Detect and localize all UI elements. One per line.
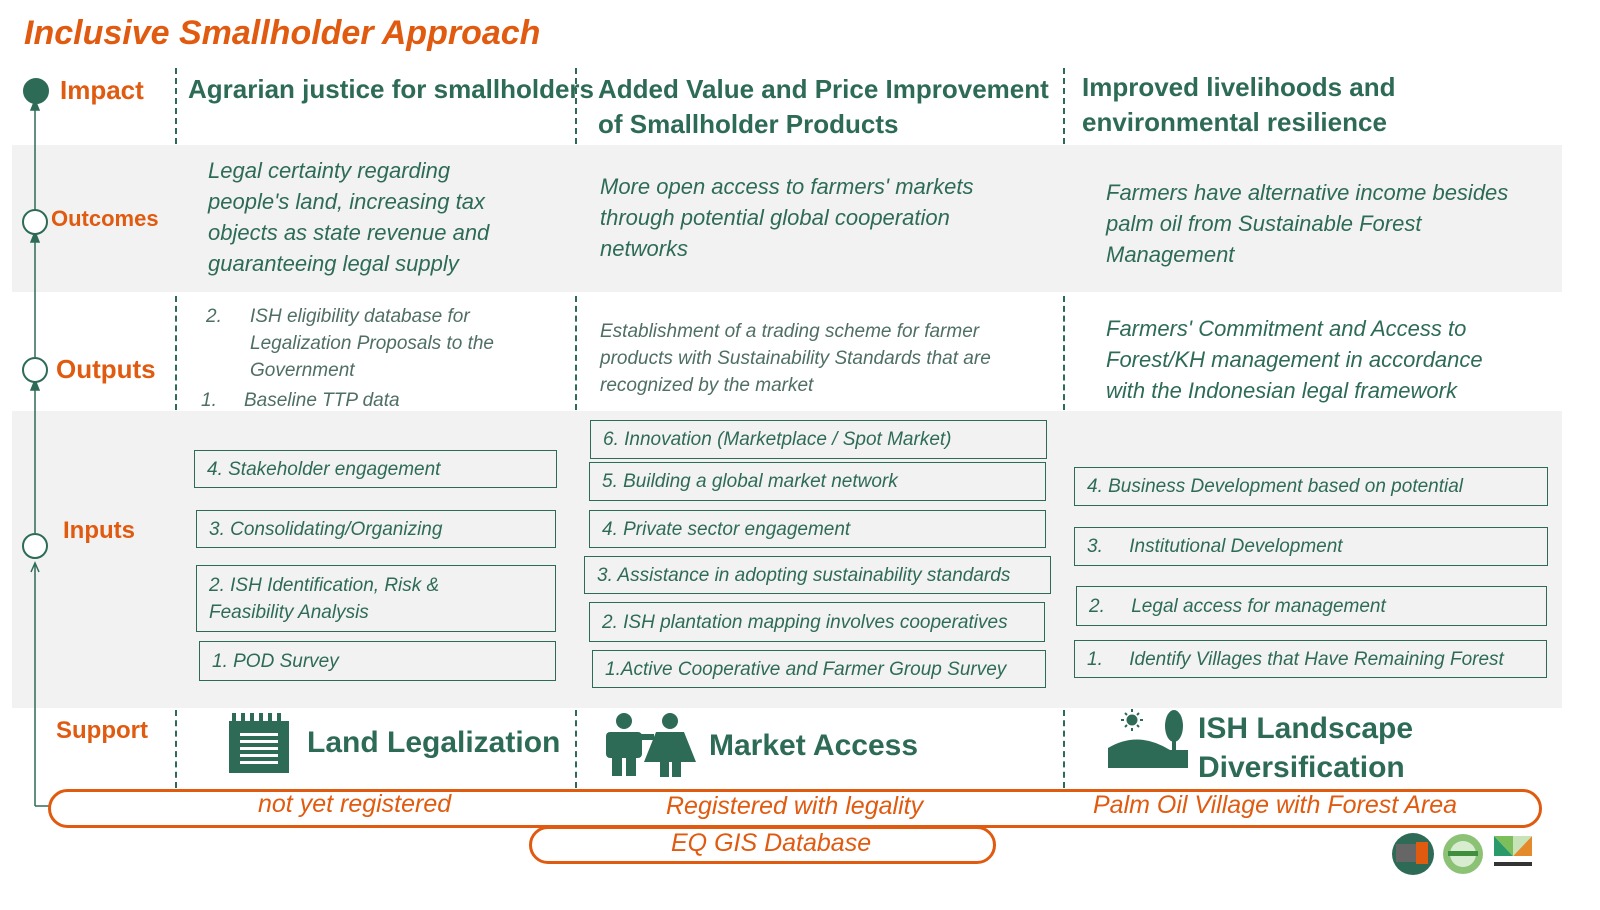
outcome-col2: More open access to farmers' markets thr… xyxy=(600,174,974,261)
notepad-icon xyxy=(229,713,289,773)
divider xyxy=(1063,710,1065,788)
support-land-legalization: Land Legalization xyxy=(307,726,561,759)
input-box: 4. Private sector engagement xyxy=(589,510,1046,548)
output-col1-item: Baseline TTP data xyxy=(244,390,400,411)
inputs-dot-icon xyxy=(22,533,48,559)
eq-gis-database-label: EQ GIS Database xyxy=(671,829,872,857)
outputs-dot-icon xyxy=(22,357,48,383)
divider xyxy=(575,296,577,410)
input-box: 6. Innovation (Marketplace / Spot Market… xyxy=(590,420,1047,459)
input-box: 2. ISH Identification, Risk & Feasibilit… xyxy=(196,565,556,632)
input-box: 4. Business Development based on potenti… xyxy=(1074,467,1548,506)
timeline-arrow xyxy=(29,97,50,807)
divider xyxy=(175,296,177,410)
outcome-col1: Legal certainty regarding people's land,… xyxy=(208,158,490,276)
mosaik-logo-icon xyxy=(1494,836,1532,866)
divider xyxy=(575,68,577,144)
input-box: 2. ISH plantation mapping involves coope… xyxy=(589,602,1045,642)
input-box: 3. Consolidating/Organizing xyxy=(196,510,556,548)
divider xyxy=(175,68,177,144)
support-landscape-diversification: ISH Landscape Diversification xyxy=(1198,712,1414,784)
output-col1-num: 1. xyxy=(201,390,217,411)
output-col1-item: ISH eligibility database for Legalizatio… xyxy=(250,306,494,381)
eq-gis-database-oval xyxy=(529,826,996,864)
input-box: 5. Building a global market network xyxy=(589,462,1046,501)
landscape-icon xyxy=(1108,709,1188,768)
divider xyxy=(1063,296,1065,410)
support-market-access: Market Access xyxy=(709,729,919,762)
divider xyxy=(1063,68,1065,144)
output-col2: Establishment of a trading scheme for fa… xyxy=(600,321,991,396)
category-not-registered: not yet registered xyxy=(258,790,452,818)
people-icon xyxy=(606,713,696,777)
impact-col2: Added Value and Price Improvement of Sma… xyxy=(598,74,1049,139)
level-impact: Impact xyxy=(60,75,144,105)
input-box: 1.Active Cooperative and Farmer Group Su… xyxy=(592,650,1046,688)
divider xyxy=(175,710,177,788)
output-col3: Farmers' Commitment and Access to Forest… xyxy=(1106,316,1483,403)
level-support: Support xyxy=(56,717,148,744)
input-box: 2. Legal access for management xyxy=(1076,586,1547,626)
category-palm-oil-village: Palm Oil Village with Forest Area xyxy=(1093,791,1458,819)
input-box: 3. Institutional Development xyxy=(1074,527,1548,566)
impact-col1: Agrarian justice for smallholders xyxy=(188,74,595,104)
level-outputs: Outputs xyxy=(56,354,156,384)
level-outcomes: Outcomes xyxy=(51,206,159,231)
slide-title: Inclusive Smallholder Approach xyxy=(24,14,541,52)
level-inputs: Inputs xyxy=(63,517,135,544)
divider xyxy=(575,710,577,788)
impact-col3: Improved livelihoods and environmental r… xyxy=(1082,72,1396,137)
category-registered: Registered with legality xyxy=(666,792,924,820)
partner-logos xyxy=(1392,833,1532,875)
inovasidigital-logo-icon xyxy=(1443,834,1483,874)
outcome-col3: Farmers have alternative income besides … xyxy=(1106,180,1509,267)
outcomes-band xyxy=(12,145,1562,292)
impact-dot-icon xyxy=(23,78,49,104)
input-box: 1. POD Survey xyxy=(199,641,556,681)
eastern-logo-icon xyxy=(1392,833,1434,875)
input-box: 3. Assistance in adopting sustainability… xyxy=(584,556,1051,594)
input-box: 1. Identify Villages that Have Remaining… xyxy=(1074,640,1547,678)
outcomes-dot-icon xyxy=(22,209,48,235)
input-box: 4. Stakeholder engagement xyxy=(194,450,557,488)
output-col1-num: 2. xyxy=(206,306,222,327)
